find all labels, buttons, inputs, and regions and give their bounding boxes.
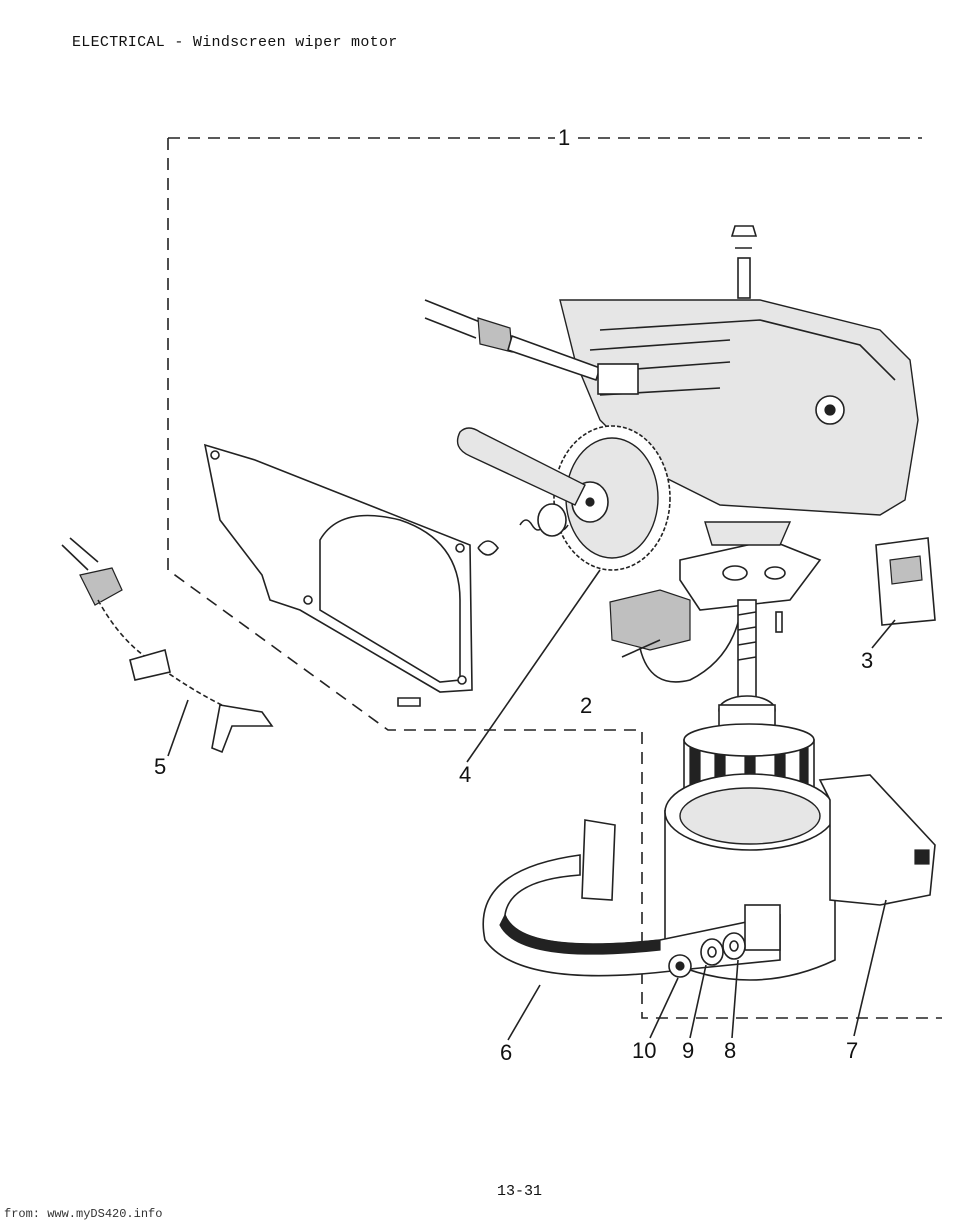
drive-cable bbox=[61, 537, 274, 754]
page-header: ELECTRICAL - Windscreen wiper motor bbox=[72, 34, 398, 51]
callout-8: 8 bbox=[724, 1038, 736, 1063]
callout-2: 2 bbox=[580, 693, 592, 718]
callout-6: 6 bbox=[500, 1040, 512, 1065]
source-watermark: from: www.myDS420.info bbox=[4, 1207, 163, 1221]
crank-arm bbox=[456, 427, 586, 506]
callout-10: 10 bbox=[632, 1038, 656, 1063]
motor-yoke bbox=[664, 773, 936, 981]
assembly-boundary bbox=[167, 137, 942, 1019]
limit-switch bbox=[875, 537, 936, 626]
callout-5: 5 bbox=[154, 754, 166, 779]
callout-3: 3 bbox=[861, 648, 873, 673]
callout-1: 1 bbox=[558, 125, 570, 150]
nut-and-washers bbox=[668, 932, 746, 978]
spring-and-clip bbox=[477, 503, 569, 556]
leader-lines bbox=[167, 569, 896, 1041]
cover-plate bbox=[203, 443, 473, 707]
callout-9: 9 bbox=[682, 1038, 694, 1063]
callout-7: 7 bbox=[846, 1038, 858, 1063]
page-number: 13-31 bbox=[497, 1183, 543, 1200]
switch-assembly bbox=[609, 521, 822, 683]
cable-rack bbox=[424, 299, 639, 395]
callout-4: 4 bbox=[459, 762, 471, 787]
